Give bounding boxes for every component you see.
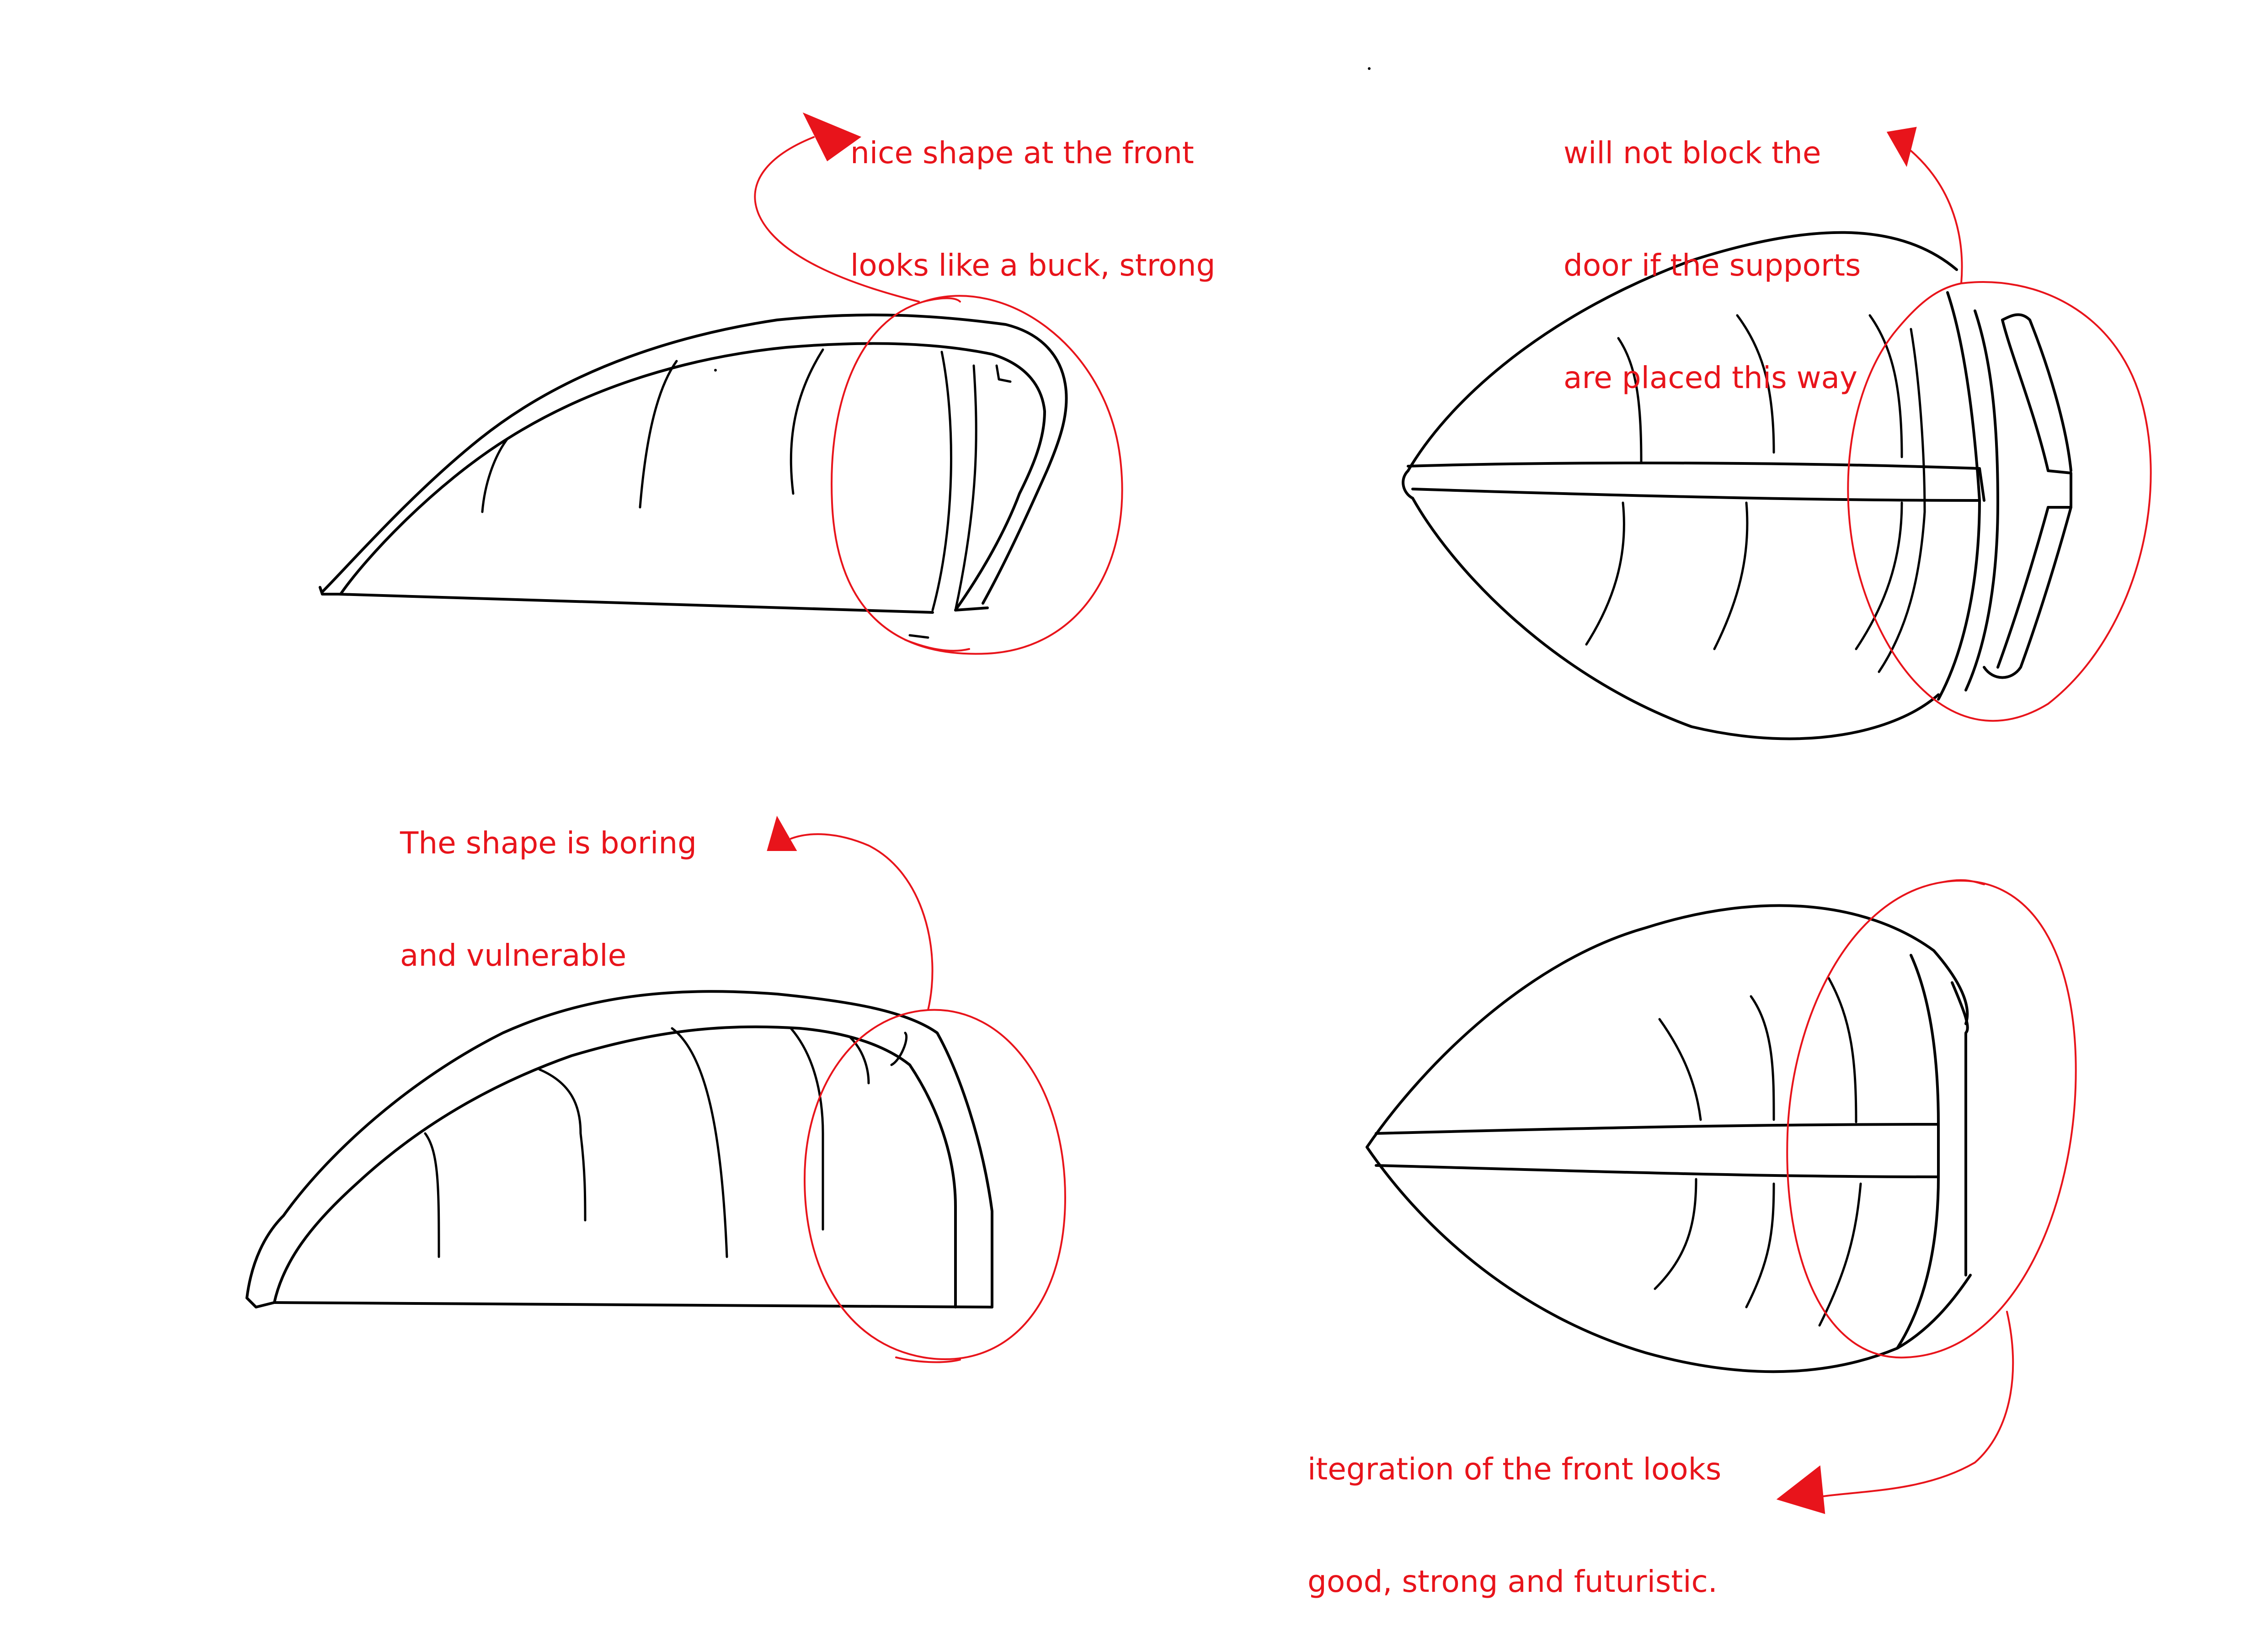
highlight-circle-1 bbox=[831, 295, 1123, 655]
highlight-circle-3 bbox=[804, 1009, 1066, 1363]
arrow-4 bbox=[1776, 1311, 2014, 1514]
annotation-side-view-2-line-1: The shape is boring bbox=[400, 825, 697, 861]
highlight-circle-2 bbox=[1847, 281, 2152, 722]
arrow-1 bbox=[754, 112, 920, 303]
top-view-sketch-1 bbox=[1402, 231, 2072, 740]
stray-dot bbox=[1368, 67, 1371, 70]
annotation-side-view-2: The shape is boring and vulnerable bbox=[400, 750, 697, 1012]
side-view-sketch-1 bbox=[319, 314, 1068, 639]
annotation-top-view-1-line-3: are placed this way bbox=[1564, 360, 1858, 395]
top-view-sketch-2 bbox=[1366, 904, 1972, 1373]
annotation-top-view-2-line-1: itegration of the front looks bbox=[1307, 1452, 1722, 1487]
annotation-top-view-1-line-1: will not block the bbox=[1564, 135, 1821, 170]
arrow-2 bbox=[1886, 127, 1963, 284]
arrow-head-1 bbox=[802, 112, 862, 161]
annotation-top-view-2-line-2: good, strong and futuristic. bbox=[1307, 1564, 1718, 1599]
side-view-sketch-2 bbox=[245, 990, 993, 1308]
annotation-top-view-1: will not block the door if the supports … bbox=[1564, 59, 1861, 434]
arrow-head-4 bbox=[1776, 1465, 1825, 1514]
arrow-head-3 bbox=[767, 815, 797, 851]
annotation-side-view-1-line-1: nice shape at the front bbox=[850, 135, 1194, 170]
annotation-side-view-1-line-2: looks like a buck, strong bbox=[850, 248, 1216, 283]
arrow-head-2 bbox=[1886, 127, 1917, 167]
arrow-3 bbox=[767, 815, 934, 1011]
stray-dot-2 bbox=[714, 369, 717, 372]
annotation-side-view-1: nice shape at the front looks like a buc… bbox=[850, 59, 1215, 322]
highlight-circle-4 bbox=[1786, 879, 2077, 1359]
sketch-canvas bbox=[245, 67, 2152, 1514]
annotation-side-view-2-line-2: and vulnerable bbox=[400, 938, 627, 973]
annotation-top-view-1-line-2: door if the supports bbox=[1564, 248, 1861, 283]
annotation-top-view-2: itegration of the front looks good, stro… bbox=[1307, 1376, 1721, 1638]
